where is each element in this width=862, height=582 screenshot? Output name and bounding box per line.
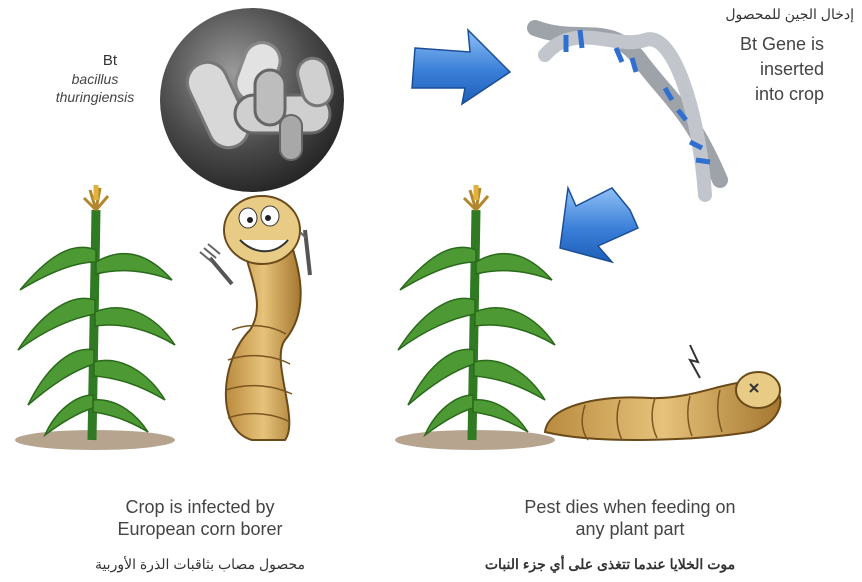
scientific-name-species: thuringiensis bbox=[20, 88, 170, 106]
pest-caption-line2: any plant part bbox=[450, 518, 810, 540]
corn-borer-worm bbox=[200, 196, 310, 440]
dead-worm bbox=[545, 345, 780, 440]
gene-label-line1: Bt Gene is bbox=[644, 32, 824, 57]
arrow-right-icon bbox=[412, 30, 510, 104]
pest-dies-caption: Pest dies when feeding on any plant part bbox=[450, 496, 810, 540]
bacteria-micrograph bbox=[160, 8, 344, 192]
gene-insertion-label: Bt Gene is inserted into crop bbox=[644, 32, 824, 107]
corn-plant-left bbox=[15, 185, 175, 450]
bacterium-scientific-name: bacillus thuringiensis bbox=[20, 70, 170, 106]
gene-label-line3: into crop bbox=[644, 82, 824, 107]
gene-insertion-arabic-label: إدخال الجين للمحصول bbox=[725, 6, 854, 23]
bacterium-name: Bt bbox=[60, 52, 160, 69]
scientific-name-genus: bacillus bbox=[20, 70, 170, 88]
infected-crop-arabic-caption: محصول مصاب بثاقبات الذرة الأوربية bbox=[40, 556, 360, 573]
infected-caption-line1: Crop is infected by bbox=[40, 496, 360, 518]
infected-crop-caption: Crop is infected by European corn borer bbox=[40, 496, 360, 540]
infected-caption-line2: European corn borer bbox=[40, 518, 360, 540]
gene-label-line2: inserted bbox=[644, 57, 824, 82]
pest-dies-arabic-caption: موت الخلايا عندما تتغذى على أي جزء النبا… bbox=[430, 556, 790, 573]
pest-caption-line1: Pest dies when feeding on bbox=[450, 496, 810, 518]
arrow-down-left-icon bbox=[560, 188, 638, 262]
corn-plant-right bbox=[395, 185, 555, 450]
